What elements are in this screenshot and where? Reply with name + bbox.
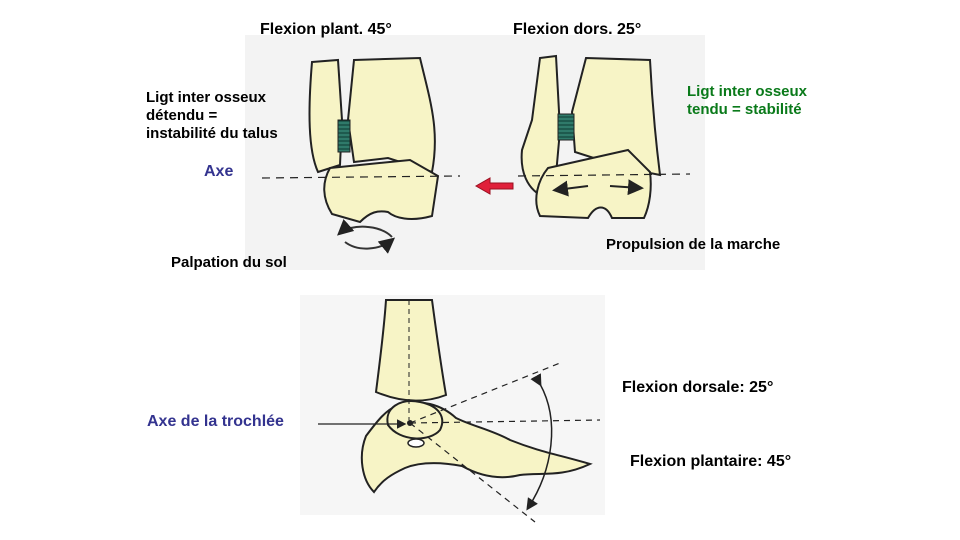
left-talus <box>323 158 440 224</box>
flexion-arc-arrow <box>526 373 553 511</box>
flexion-rays <box>409 362 601 523</box>
flexion-plantaire-label: Flexion plantaire: 45° <box>630 453 792 470</box>
left-tibia <box>346 56 436 174</box>
axis-line-left <box>261 175 461 179</box>
sinus-tarsi <box>407 438 425 448</box>
propulsion-label: Propulsion de la marche <box>606 236 781 253</box>
axe-label: Axe <box>204 163 234 180</box>
bottom-panel-background <box>300 295 605 515</box>
left-ankle-figure <box>308 56 440 224</box>
left-fibula <box>308 58 344 174</box>
right-fibula <box>520 54 562 200</box>
rotation-arrows-icon <box>337 219 396 254</box>
flexion-dors-title: Flexion dors. 25° <box>513 21 642 38</box>
flexion-plant-title: Flexion plant. 45° <box>260 21 392 38</box>
double-arrow-icon <box>552 179 644 197</box>
palpation-label: Palpation du sol <box>171 254 287 271</box>
right-interosseous-ligament <box>557 113 575 141</box>
right-ankle-figure <box>520 54 662 220</box>
axe-trochlee-label: Axe de la trochlée <box>147 413 284 430</box>
axis-line-right <box>517 173 691 177</box>
talus-trochlea-lateral <box>386 400 444 440</box>
ligt-tendu-label: Ligt inter osseux tendu = stabilité <box>687 83 808 118</box>
ligt-detendu-label: Ligt inter osseux détendu = instabilité … <box>146 89 278 142</box>
flexion-dorsale-label: Flexion dorsale: 25° <box>622 379 774 396</box>
left-interosseous-ligament <box>337 119 351 153</box>
right-talus <box>535 148 652 220</box>
red-arrow-icon <box>474 177 514 195</box>
trochlea-center-point <box>407 420 413 426</box>
